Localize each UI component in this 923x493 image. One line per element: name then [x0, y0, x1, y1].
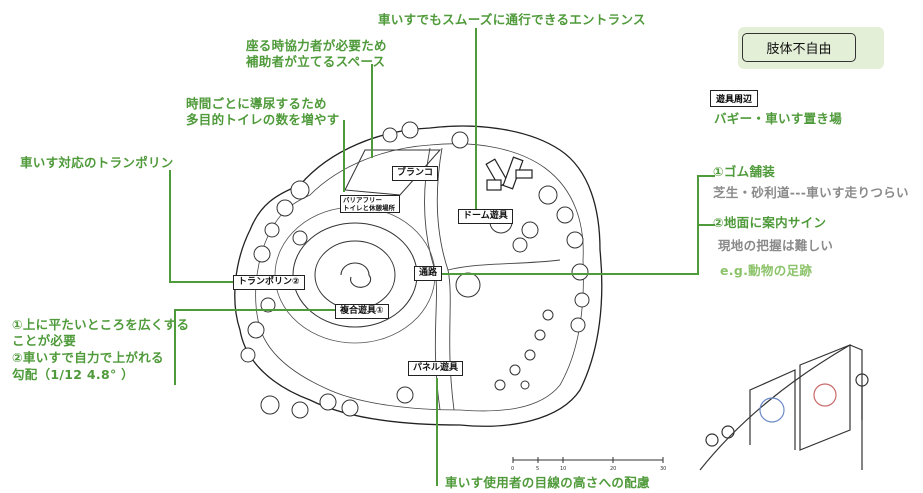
tree [341, 399, 359, 417]
tree [538, 185, 558, 205]
map-label-toilet-line-1: バリアフリー [343, 196, 382, 204]
tree [276, 199, 294, 217]
tree [240, 347, 256, 363]
spiral-center [340, 262, 372, 288]
annotation-flat-2: ことが必要 [12, 333, 77, 348]
annotation-sign-title: ②地面に案内サイン [713, 215, 827, 230]
tree [292, 230, 308, 246]
tree [253, 245, 271, 263]
legend-key: 遊具周辺 [710, 90, 759, 107]
trees [240, 121, 590, 419]
tree [534, 329, 546, 341]
map-label-trampoline: トランポリン② [233, 275, 305, 290]
tree [524, 349, 536, 361]
spiral-mid [314, 240, 396, 310]
tree [566, 231, 584, 249]
park-inner-boundary [255, 143, 584, 412]
tree [247, 321, 265, 339]
annotation-toilet-2: 多目的トイレの数を増やす [186, 112, 340, 127]
scale-tick: 5 [536, 466, 539, 472]
annotation-entrance: 車いすでもスムーズに通行できるエントランス [378, 12, 646, 27]
map-label-path: 通路 [414, 266, 443, 281]
leader-flat [174, 309, 338, 385]
map-label-swing: ブランコ [392, 166, 439, 181]
tree [512, 237, 528, 253]
tree [291, 401, 309, 419]
scale-tick: 30 [660, 466, 666, 472]
annotation-sign-note: 現地の把握は難しい [718, 238, 834, 253]
leader-lines [169, 28, 715, 486]
east-path [447, 259, 561, 271]
tree [260, 395, 280, 415]
map-label-toilet-line-2: トイレと休憩場所 [343, 204, 395, 212]
tree [542, 309, 554, 321]
leader-path [430, 175, 715, 275]
annotation-rubber-title: ①ゴム舗装 [713, 164, 776, 179]
annotation-flat-4: 勾配（1/12 4.8° ） [12, 367, 134, 382]
annotation-rubber-note: 芝生・砂利道---車いす走りつらい [713, 185, 909, 200]
tree [382, 127, 398, 143]
scale-tick: 20 [610, 466, 616, 472]
tree [556, 206, 574, 224]
map-label-toilet: バリアフリー トイレと休憩場所 [340, 195, 400, 213]
tree [290, 180, 310, 200]
category-badge-bg [738, 27, 884, 69]
annotation-flat-3: ②車いすで自力で上がれる [12, 350, 164, 365]
leader-trampoline [169, 170, 237, 283]
panel-playground-sketch [699, 344, 869, 471]
tree [396, 386, 414, 404]
annotation-flat-1: ①上に平たいところを広くする [12, 317, 190, 332]
annotation-eye-level: 車いす使用者の目線の高さへの配慮 [445, 475, 650, 490]
tree [574, 292, 590, 308]
swing-area [344, 149, 442, 196]
map-label-complex: 複合遊具① [335, 304, 389, 319]
tree [509, 364, 521, 376]
scale-tick: 0 [511, 466, 514, 472]
tree [571, 263, 589, 281]
tree [455, 272, 481, 298]
category-badge: 肢体不自由 [742, 33, 856, 62]
park-boundary [234, 125, 603, 427]
annotation-trampoline: 車いす対応のトランポリン [20, 155, 174, 170]
tree [451, 131, 469, 149]
tree [260, 297, 276, 313]
annotation-toilet-1: 時間ごとに導尿するため [186, 96, 327, 111]
tree [264, 222, 280, 238]
map-label-dome: ドーム遊具 [458, 209, 513, 224]
tree [570, 317, 586, 333]
dome-playground-sketch [485, 156, 533, 191]
scale-ticks: 0 5 10 20 30 [511, 466, 666, 472]
tree [520, 380, 530, 390]
legend-text: バギー・車いす置き場 [714, 111, 843, 126]
tree [401, 121, 419, 139]
annotation-sign-example: e.g.動物の足跡 [720, 263, 813, 278]
annotation-helper-space-2: 補助者が立てるスペース [246, 54, 386, 69]
tree [521, 221, 539, 239]
tree [494, 379, 506, 391]
map-label-panel: パネル遊具 [408, 361, 464, 376]
scale-bar [512, 457, 664, 463]
annotation-helper-space-1: 座る時協力者が必要ため [246, 38, 387, 53]
tree [319, 393, 337, 411]
leader-sign [697, 215, 715, 226]
scale-tick: 10 [560, 466, 566, 472]
